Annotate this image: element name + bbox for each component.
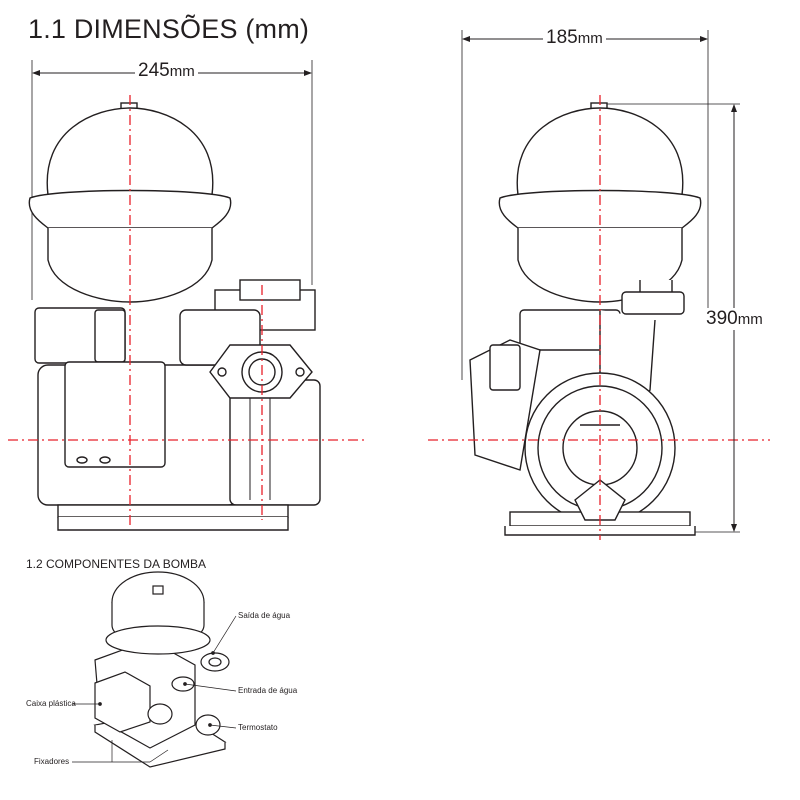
callout-water-inlet: Entrada de água (238, 686, 298, 695)
callout-plastic-box: Caixa plástica (26, 699, 76, 708)
front-width-dimension: 245mm (135, 60, 198, 82)
side-width-dimension: 185mm (543, 27, 606, 49)
front-view (28, 60, 321, 531)
callout-water-outlet: Saída de água (238, 611, 291, 620)
side-height-dimension: 390mm (703, 308, 766, 330)
front-width-unit: mm (169, 63, 195, 80)
callout-thermostat: Termostato (238, 723, 278, 732)
section-title-dimensions: 1.1 DIMENSÕES (mm) (28, 14, 310, 44)
front-centerlines (8, 95, 368, 525)
pump-3d-illustration (93, 571, 230, 768)
side-height-value: 390 (706, 308, 738, 329)
front-width-value: 245 (138, 60, 170, 81)
side-height-unit: mm (737, 311, 763, 328)
side-view (461, 30, 740, 536)
callout-leaders (72, 615, 237, 763)
callout-fasteners: Fixadores (34, 757, 70, 766)
side-width-unit: mm (577, 30, 603, 47)
side-width-value: 185 (546, 27, 578, 48)
section-title-components: 1.2 COMPONENTES DA BOMBA (26, 557, 207, 571)
side-centerlines (428, 95, 770, 540)
